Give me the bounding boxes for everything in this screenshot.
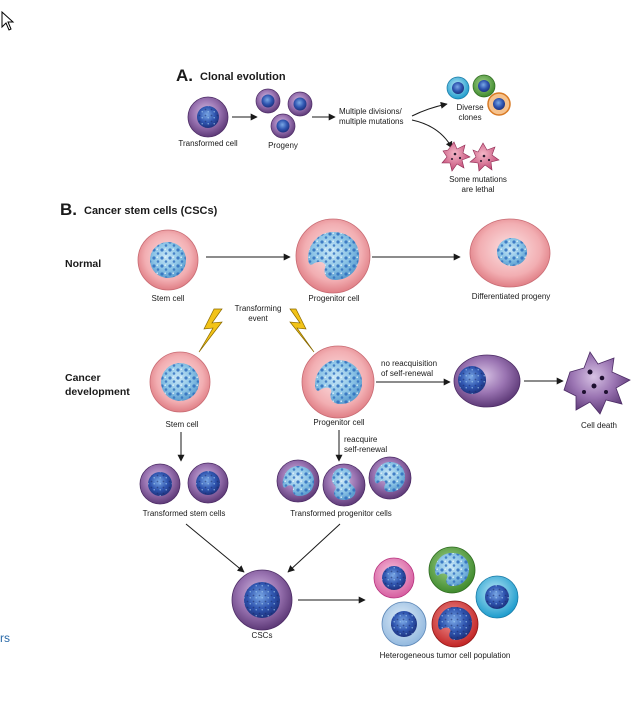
progeny-cells bbox=[255, 88, 313, 139]
label-cscs: CSCs bbox=[252, 631, 273, 640]
label-divisions-2: multiple mutations bbox=[339, 117, 403, 126]
label-transformed-stem-cells: Transformed stem cells bbox=[143, 509, 226, 518]
lightning-bolt-icon bbox=[198, 308, 223, 353]
label-divisions-1: Multiple divisions/ bbox=[339, 107, 402, 116]
panel-b-title: Cancer stem cells (CSCs) bbox=[84, 205, 218, 217]
label-transformed-progenitor-cells: Transformed progenitor cells bbox=[290, 509, 392, 518]
label-no-reacquisition-1: no reacquisition bbox=[381, 359, 437, 368]
cancer-progenitor-cell bbox=[301, 345, 375, 419]
label-progenitor-cell-normal: Progenitor cell bbox=[308, 294, 359, 303]
non-renewing-cell bbox=[453, 354, 521, 408]
edge-text-fragment: rs bbox=[0, 631, 10, 645]
label-differentiated-progeny: Differentiated progeny bbox=[472, 292, 551, 301]
arrow-icon bbox=[185, 523, 245, 573]
differentiated-progeny-cell bbox=[469, 218, 551, 288]
dying-cell bbox=[563, 351, 631, 415]
label-heterogeneous-population: Heterogeneous tumor cell population bbox=[380, 651, 511, 660]
transformed-stem-cells bbox=[139, 462, 229, 505]
label-reacquire-1: reacquire bbox=[344, 435, 378, 444]
label-transforming-2: event bbox=[248, 314, 268, 323]
lightning-bolt-icon bbox=[289, 308, 315, 353]
transformed-progenitor-cells bbox=[276, 456, 412, 507]
arrow-icon bbox=[287, 523, 341, 573]
csc-cell bbox=[231, 569, 293, 631]
label-lethal-1: Some mutations bbox=[449, 175, 507, 184]
row-label-normal: Normal bbox=[65, 258, 101, 270]
label-progeny: Progeny bbox=[268, 141, 298, 150]
arrow-icon bbox=[411, 101, 448, 117]
normal-progenitor-cell bbox=[295, 218, 371, 294]
cancer-stem-cell bbox=[149, 351, 211, 413]
row-label-cancer-2: development bbox=[65, 386, 130, 398]
label-diverse-1: Diverse bbox=[456, 103, 484, 112]
label-transforming-1: Transforming bbox=[235, 304, 282, 313]
label-no-reacquisition-2: of self-renewal bbox=[381, 369, 433, 378]
label-stem-cell-cancer: Stem cell bbox=[166, 420, 199, 429]
label-transformed-cell: Transformed cell bbox=[178, 139, 238, 148]
arrow-icon bbox=[411, 119, 453, 149]
lethal-cells bbox=[441, 141, 500, 172]
label-diverse-2: clones bbox=[458, 113, 481, 122]
diverse-clones bbox=[446, 74, 511, 116]
label-reacquire-2: self-renewal bbox=[344, 445, 387, 454]
label-stem-cell-normal: Stem cell bbox=[152, 294, 185, 303]
mouse-cursor-icon bbox=[1, 10, 15, 31]
transformed-cell bbox=[187, 96, 229, 138]
panel-a-letter: A. bbox=[176, 66, 193, 85]
panel-b-letter: B. bbox=[60, 200, 77, 219]
label-lethal-2: are lethal bbox=[462, 185, 495, 194]
panel-a-title: Clonal evolution bbox=[200, 71, 286, 83]
row-label-cancer-1: Cancer bbox=[65, 372, 101, 384]
normal-stem-cell bbox=[137, 229, 199, 291]
label-cell-death: Cell death bbox=[581, 421, 617, 430]
label-progenitor-cell-cancer: Progenitor cell bbox=[313, 418, 364, 427]
heterogeneous-population bbox=[373, 546, 519, 648]
